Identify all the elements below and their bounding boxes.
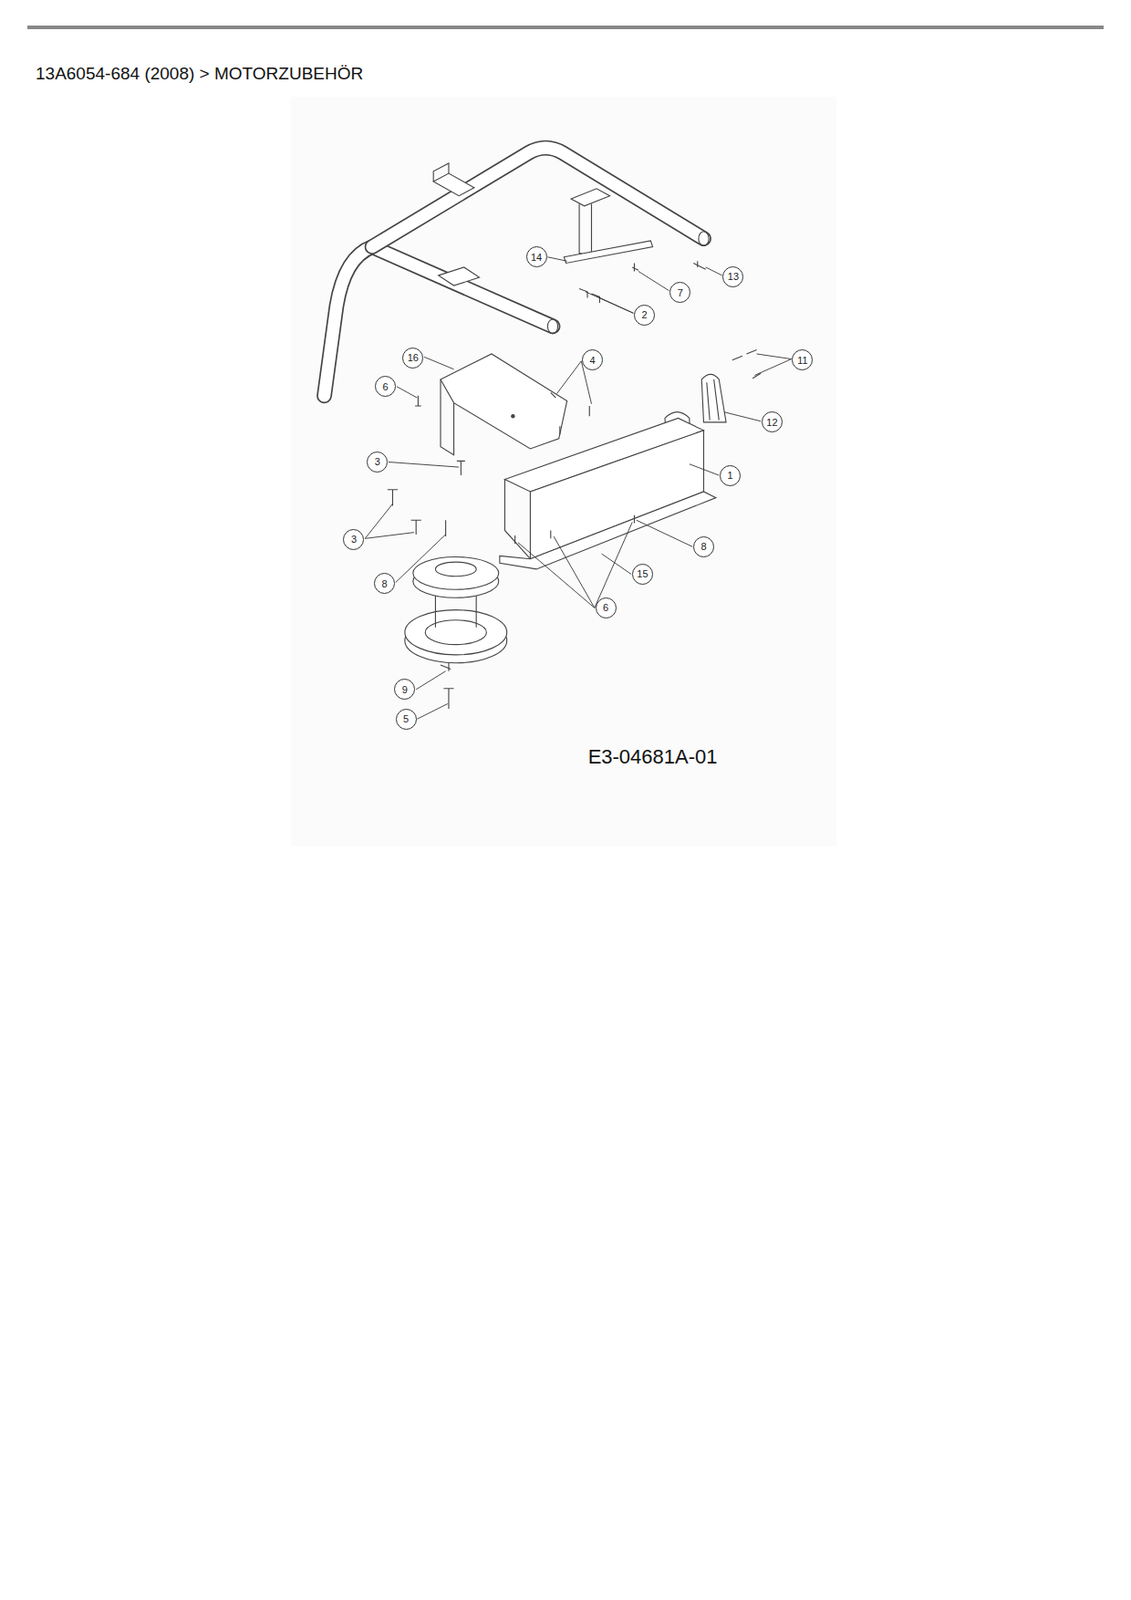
callout-number: 8 [373,572,395,594]
page-title: 13A6054-684 (2008) > MOTORZUBEHÖR [35,63,364,84]
callout-number: 13 [722,266,744,288]
callout-number: 15 [632,563,654,585]
callout-number: 6 [595,597,617,619]
callout-number: 2 [633,304,655,326]
drawing-code: E3-04681A-01 [588,745,718,769]
top-rule [27,25,1104,30]
callout-number: 14 [526,246,548,268]
callout-number: 8 [693,536,715,558]
exploded-view [290,96,837,847]
callout-number: 1 [719,465,741,487]
callout-number: 5 [395,708,417,730]
